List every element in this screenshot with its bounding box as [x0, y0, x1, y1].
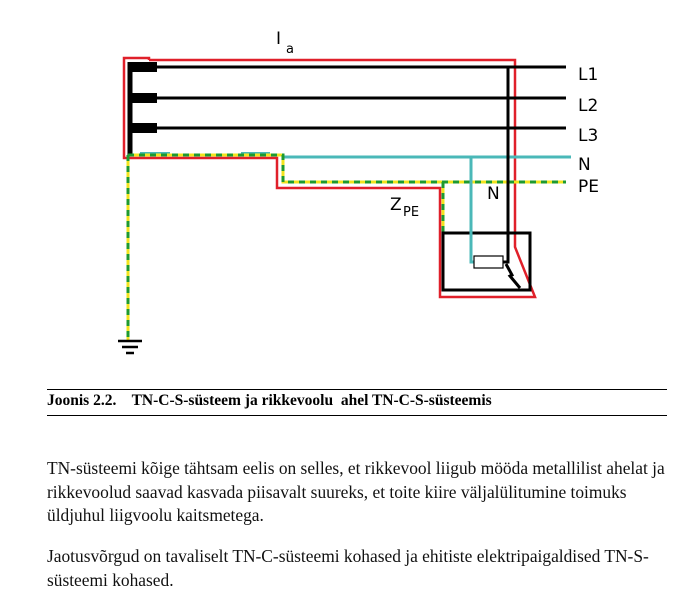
current-label: I [276, 29, 281, 49]
caption-top-rule [47, 389, 667, 390]
fault-current-loop [122, 56, 537, 299]
branch-n-label: N [487, 184, 500, 204]
caption-bottom-rule [47, 415, 667, 416]
load-resistor [473, 255, 504, 269]
fault-lightning-icon [504, 263, 522, 289]
body-paragraph-1: TN-süsteemi kõige tähtsam eelis on selle… [47, 458, 665, 525]
label-l1: L1 [578, 65, 598, 85]
pe-conductor [126, 153, 566, 340]
terminal-block-l2 [128, 93, 157, 103]
tn-c-s-diagram: I a L1 L2 L3 N PE N Z PE [118, 29, 599, 355]
impedance-label: Z [390, 195, 402, 215]
neutral-branch [469, 157, 474, 264]
terminal-block-l3 [128, 123, 157, 133]
current-label-sub: a [286, 42, 294, 57]
body-paragraph-2: Jaotusvõrgud on tavaliselt TN-C-süsteemi… [47, 546, 649, 590]
label-l3: L3 [578, 126, 598, 146]
impedance-label-sub: PE [403, 205, 419, 220]
label-l2: L2 [578, 96, 598, 116]
load-enclosure [441, 231, 532, 292]
caption-label: Joonis 2.2. [47, 392, 117, 409]
terminal-block-l1 [128, 62, 157, 72]
label-pe: PE [578, 177, 599, 197]
caption-text: TN-C-S-süsteem ja rikkevoolu ahel TN-C-S… [131, 392, 492, 409]
figure-caption: Joonis 2.2. TN-C-S-süsteem ja rikkevoolu… [47, 392, 492, 410]
ground-icon [118, 339, 142, 355]
label-n: N [578, 155, 591, 175]
phase-branch [503, 67, 510, 264]
